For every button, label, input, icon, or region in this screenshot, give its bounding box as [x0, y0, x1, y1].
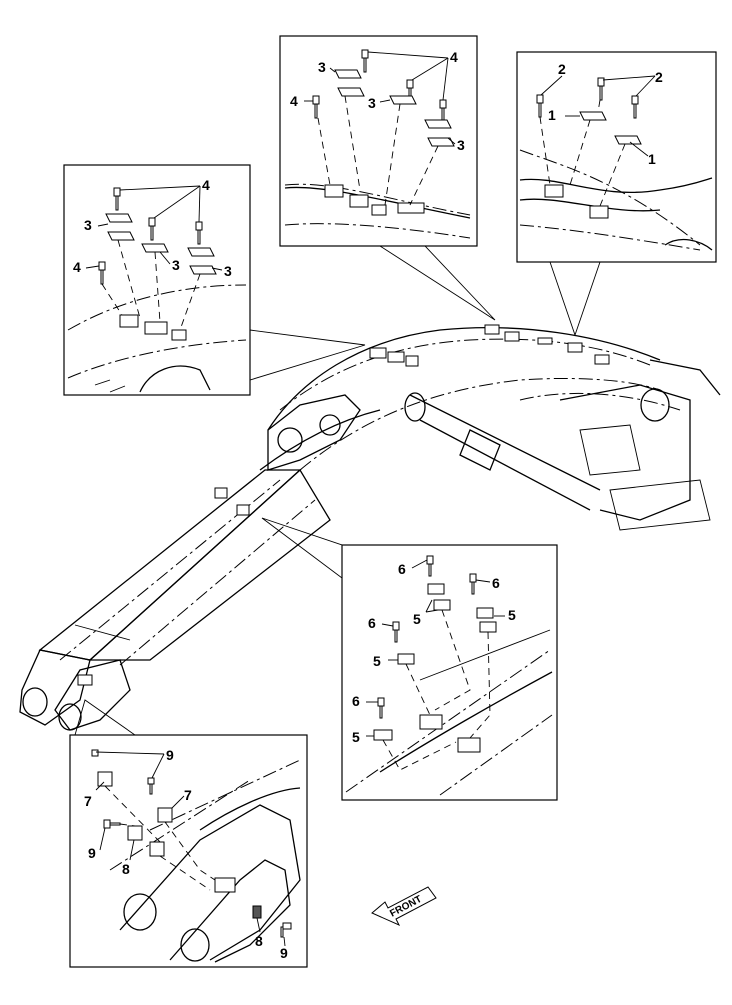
detail-bottom: 9 7 7 9 8 8 9	[69, 699, 308, 968]
callout-9: 9	[280, 945, 288, 961]
callout-5: 5	[508, 607, 516, 623]
detail-left: 4 3 4 3 3	[63, 164, 366, 396]
callout-3: 3	[368, 95, 376, 111]
callout-7: 7	[184, 787, 192, 803]
callout-3: 3	[84, 217, 92, 233]
callout-2: 2	[558, 61, 566, 77]
callout-9: 9	[166, 747, 174, 763]
front-direction-arrow: FRONT	[371, 886, 437, 927]
callout-3: 3	[172, 257, 180, 273]
boom-bracket-group-b	[484, 324, 553, 345]
callout-4: 4	[202, 177, 210, 193]
callout-3: 3	[457, 137, 465, 153]
callout-4: 4	[73, 259, 81, 275]
callout-4: 4	[450, 49, 458, 65]
callout-7: 7	[84, 793, 92, 809]
callout-6: 6	[352, 693, 360, 709]
callout-8: 8	[122, 861, 130, 877]
callout-1: 1	[648, 151, 656, 167]
callout-3: 3	[318, 59, 326, 75]
boom-bracket-group-a	[369, 347, 419, 367]
callout-8: 8	[255, 933, 263, 949]
callout-3: 3	[224, 263, 232, 279]
arm-bracket-upper	[214, 487, 228, 499]
arm-tip-bracket	[77, 674, 93, 686]
callout-5: 5	[373, 653, 381, 669]
callout-6: 6	[398, 561, 406, 577]
callout-6: 6	[492, 575, 500, 591]
detail-middle: 6 6 5 5 6 5 6 5	[261, 517, 558, 801]
callout-5: 5	[413, 611, 421, 627]
detail-top: 4 3 4 3 3	[279, 35, 496, 321]
callout-4: 4	[290, 93, 298, 109]
callout-6: 6	[368, 615, 376, 631]
callout-2: 2	[655, 69, 663, 85]
arm-bracket-lower	[236, 504, 250, 516]
callout-1: 1	[548, 107, 556, 123]
boom-arm-assembly	[19, 324, 721, 731]
boom-bracket-group-c	[567, 342, 610, 365]
callout-5: 5	[352, 729, 360, 745]
detail-right: 2 2 1 1	[516, 51, 717, 337]
callout-9: 9	[88, 845, 96, 861]
